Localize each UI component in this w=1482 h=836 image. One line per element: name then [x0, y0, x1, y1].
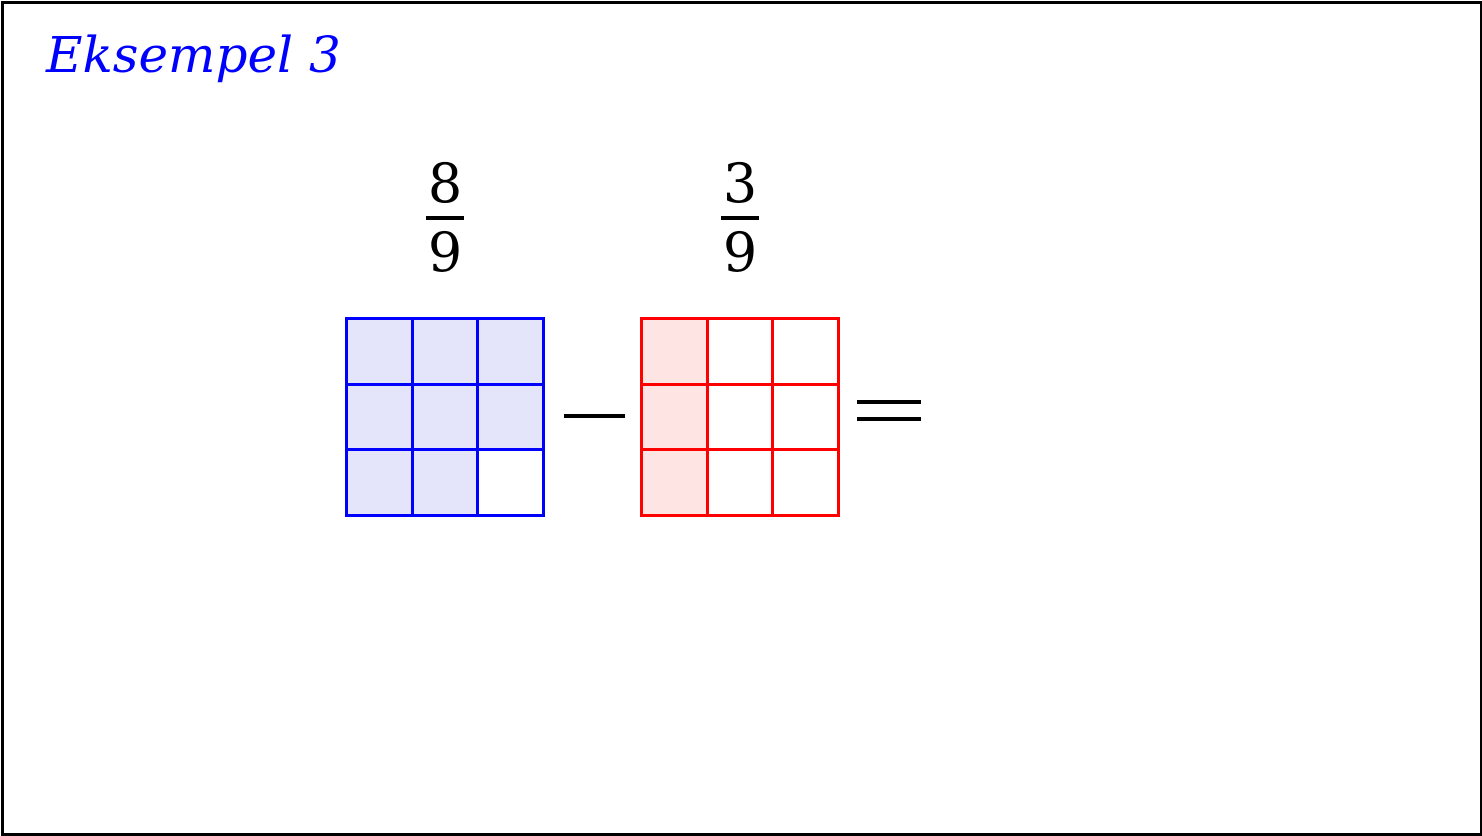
blue-grid-filled-cell: [476, 382, 542, 449]
fraction-numerator: 8: [427, 152, 463, 215]
equals-line-top: [857, 400, 921, 404]
fraction-bar: [426, 216, 464, 220]
red-grid-empty-cell: [705, 317, 772, 383]
blue-grid-filled-cell: [345, 382, 411, 449]
red-fraction-grid: [640, 317, 840, 517]
fraction-eight-ninths: 8 9: [405, 157, 485, 280]
example-title: Eksempel 3: [46, 26, 341, 84]
blue-fraction-grid: [345, 317, 545, 517]
red-grid-filled-cell: [640, 382, 706, 449]
equals-sign: [857, 400, 921, 422]
fraction-denominator: 9: [722, 221, 758, 284]
red-grid-empty-cell: [771, 382, 837, 449]
blue-grid-filled-cell: [476, 317, 542, 383]
red-grid-empty-cell: [771, 317, 837, 383]
fraction-numerator: 3: [722, 152, 758, 215]
fraction-three-ninths: 3 9: [700, 157, 780, 280]
blue-grid-filled-cell: [345, 448, 411, 514]
blue-grid-empty-cell: [476, 448, 542, 514]
blue-grid-filled-cell: [410, 448, 477, 514]
blue-grid-filled-cell: [410, 382, 477, 449]
red-grid-empty-cell: [705, 448, 772, 514]
minus-sign: [564, 414, 625, 418]
red-grid-empty-cell: [705, 382, 772, 449]
red-grid-empty-cell: [771, 448, 837, 514]
equals-line-bottom: [857, 417, 921, 421]
blue-grid-filled-cell: [345, 317, 411, 383]
red-grid-filled-cell: [640, 448, 706, 514]
fraction-denominator: 9: [427, 221, 463, 284]
fraction-bar: [721, 216, 759, 220]
red-grid-filled-cell: [640, 317, 706, 383]
blue-grid-filled-cell: [410, 317, 477, 383]
